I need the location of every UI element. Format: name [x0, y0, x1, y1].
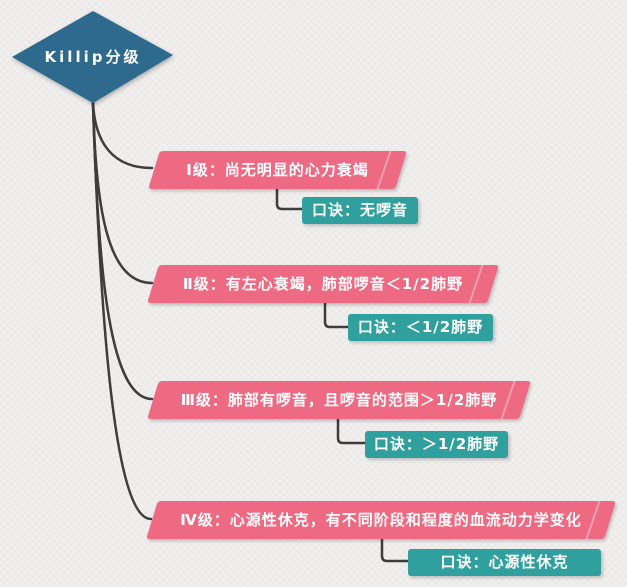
connector-curve-level-4: [91, 101, 153, 521]
connector-curve-level-3: [91, 101, 154, 401]
mnemonic-node-2[interactable]: 口诀：＜1/2肺野: [348, 314, 493, 341]
connector-elbow-mnemonic-3: [336, 414, 369, 445]
level-node-2[interactable]: Ⅱ级：有左心衰竭，肺部啰音＜1/2肺野: [147, 265, 499, 303]
connector-curve-level-1: [91, 101, 154, 170]
level-node-4-label: Ⅳ级：心源性休克，有不同阶段和程度的血流动力学变化: [180, 511, 582, 529]
level-node-3-label: Ⅲ级：肺部有啰音，且啰音的范围＞1/2肺野: [180, 391, 498, 409]
connector-elbow-mnemonic-2: [323, 298, 352, 329]
level-node-4[interactable]: Ⅳ级：心源性休克，有不同阶段和程度的血流动力学变化: [146, 501, 616, 539]
level-node-1[interactable]: Ⅰ级：尚无明显的心力衰竭: [148, 151, 407, 189]
root-node-label[interactable]: Killip分级: [44, 48, 142, 66]
root-node-diamond[interactable]: [12, 11, 173, 103]
connector-elbow-mnemonic-4: [380, 534, 412, 563]
mnemonic-node-1[interactable]: 口诀：无啰音: [302, 197, 418, 224]
connector-elbow-mnemonic-1: [275, 184, 306, 211]
level-node-2-label: Ⅱ级：有左心衰竭，肺部啰音＜1/2肺野: [182, 275, 464, 293]
mnemonic-node-3[interactable]: 口诀：＞1/2肺野: [365, 431, 508, 458]
level-node-1-label: Ⅰ级：尚无明显的心力衰竭: [186, 161, 369, 179]
mnemonic-node-4[interactable]: 口诀：心源性休克: [408, 549, 601, 576]
level-node-3[interactable]: Ⅲ级：肺部有啰音，且啰音的范围＞1/2肺野: [147, 381, 531, 419]
